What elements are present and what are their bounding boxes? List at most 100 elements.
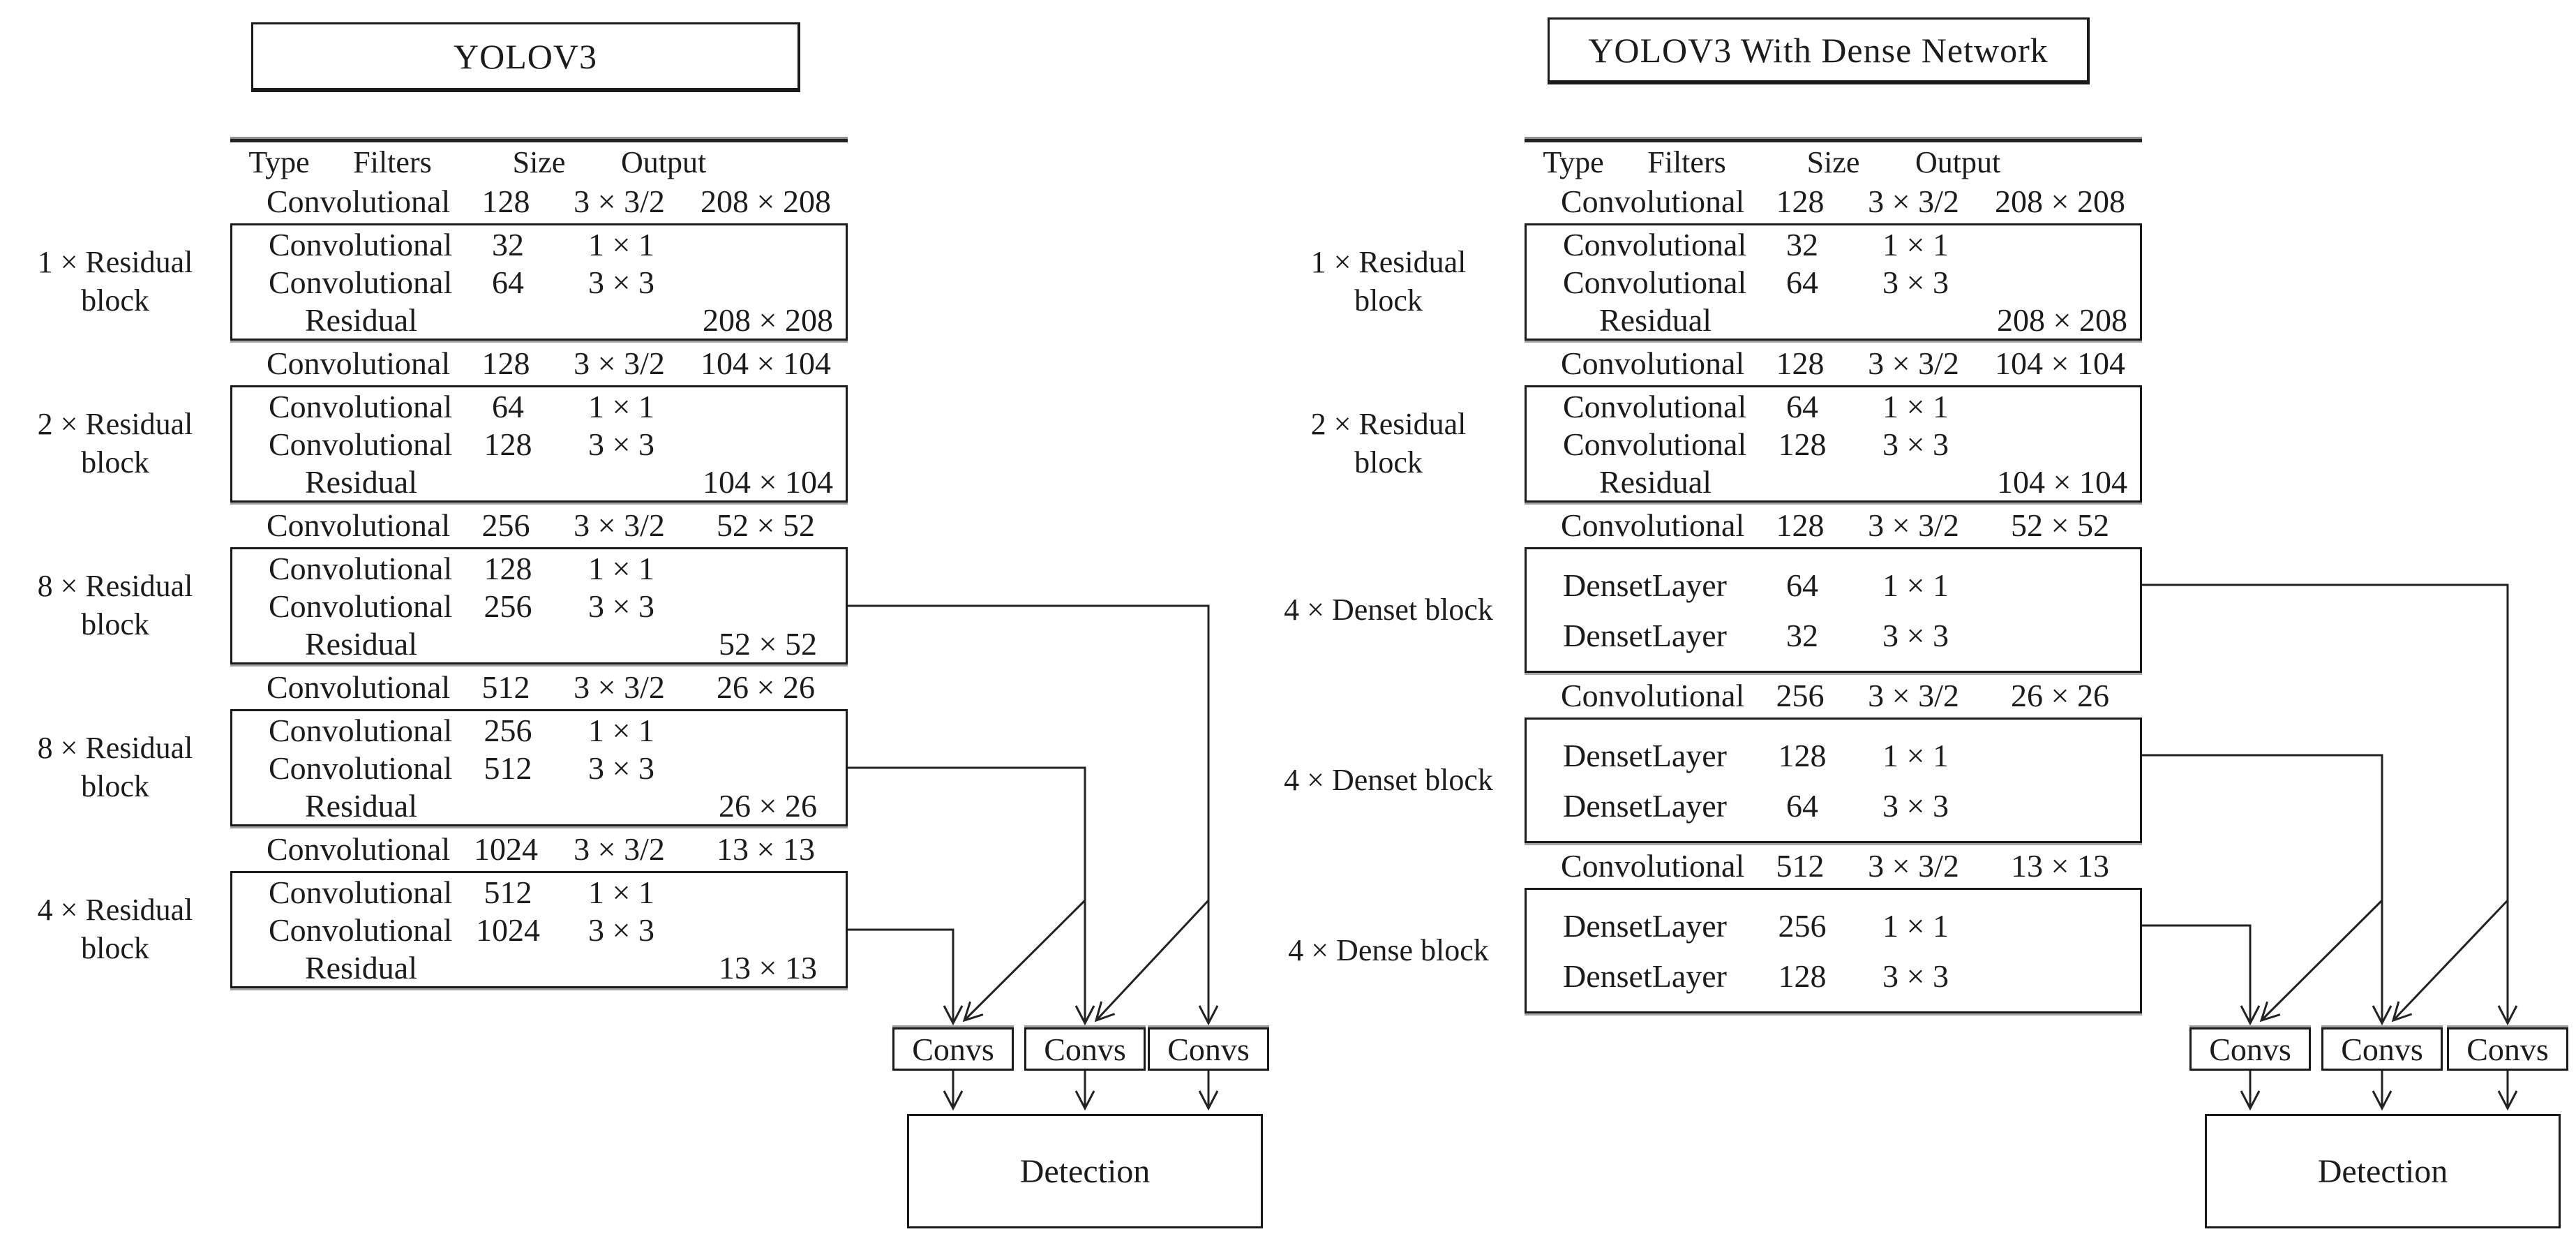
block-label: 4 × Dense block bbox=[1252, 932, 1525, 970]
layer-rows: Convolutional 128 3 × 3/2 104 × 104 bbox=[230, 343, 848, 382]
wire-upsample-to-convs1 bbox=[2259, 899, 2383, 1023]
table-segment: Convolutional 1024 3 × 3/2 13 × 13 bbox=[0, 829, 851, 868]
cell-output: 13 × 13 bbox=[719, 949, 817, 986]
cell-type: Residual bbox=[305, 949, 417, 986]
cell-size: 1 × 1 bbox=[1882, 907, 1949, 944]
layer-group: Convolutional 64 1 × 1 Convolutional 128… bbox=[1525, 385, 2142, 503]
layer-rows: Convolutional 1024 3 × 3/2 13 × 13 bbox=[230, 829, 848, 868]
layer-row: Residual 104 × 104 bbox=[232, 463, 846, 500]
column-header: Filters bbox=[1647, 144, 1726, 179]
cell-size: 3 × 3 bbox=[1882, 264, 1949, 300]
cell-filters: 256 bbox=[484, 712, 532, 748]
cell-output: 26 × 26 bbox=[717, 669, 815, 705]
convs-box-2: Convs bbox=[1024, 1027, 1146, 1071]
cell-filters: 256 bbox=[1778, 907, 1827, 944]
block-label-line: 2 × Residual bbox=[1310, 407, 1467, 442]
table-segment: 4 × Dense block DensetLayer 256 1 × 1 De bbox=[1252, 885, 2146, 1016]
cell-size: 3 × 3 bbox=[588, 264, 654, 300]
cell-filters: 128 bbox=[1778, 426, 1827, 462]
cell-filters: 64 bbox=[1786, 567, 1818, 603]
layer-group: Convolutional 128 1 × 1 Convolutional 25… bbox=[230, 547, 848, 664]
block-label-line: 1 × Residual bbox=[1310, 245, 1467, 280]
convs-box-2: Convs bbox=[2321, 1027, 2443, 1071]
cell-size: 1 × 1 bbox=[1882, 388, 1949, 424]
table-segment: Convolutional 128 3 × 3/2 52 × 52 bbox=[1252, 505, 2146, 544]
cell-type: Convolutional bbox=[269, 226, 453, 262]
wire-upsample-to-convs2 bbox=[1094, 899, 1210, 1023]
layer-rows: Convolutional 32 1 × 1 Convolutional 64 … bbox=[1527, 225, 2140, 339]
cell-type: Convolutional bbox=[267, 345, 451, 381]
layer-group: Convolutional 128 3 × 3/2 208 × 208 bbox=[230, 181, 848, 221]
block-label: 4 × Denset block bbox=[1252, 591, 1525, 630]
cell-size: 1 × 1 bbox=[1882, 226, 1949, 262]
convs-box-1: Convs bbox=[2189, 1027, 2311, 1071]
block-label-line: 8 × Residual bbox=[37, 731, 193, 766]
layer-group: Convolutional 512 1 × 1 Convolutional 10… bbox=[230, 871, 848, 988]
table-top-rule bbox=[230, 137, 848, 142]
layer-group: Convolutional 32 1 × 1 Convolutional 64 … bbox=[1525, 223, 2142, 341]
table-segment: Convolutional 256 3 × 3/2 26 × 26 bbox=[1252, 676, 2146, 715]
layer-group: Convolutional 256 3 × 3/2 26 × 26 bbox=[1525, 676, 2142, 715]
cell-filters: 512 bbox=[484, 874, 532, 910]
layer-group: DensetLayer 128 1 × 1 DensetLayer 64 3 ×… bbox=[1525, 718, 2142, 843]
cell-size: 1 × 1 bbox=[588, 874, 654, 910]
layer-row: Convolutional 128 3 × 3/2 104 × 104 bbox=[230, 343, 848, 382]
cell-type: Convolutional bbox=[269, 264, 453, 300]
cell-size: 3 × 3/2 bbox=[1868, 345, 1959, 381]
cell-filters: 64 bbox=[1786, 264, 1818, 300]
layer-row: Convolutional 256 3 × 3/2 26 × 26 bbox=[1525, 676, 2142, 715]
table-segment: Convolutional 256 3 × 3/2 52 × 52 bbox=[0, 505, 851, 544]
cell-type: Convolutional bbox=[267, 507, 451, 543]
diagram-title-yolov3: YOLOV3 bbox=[251, 22, 800, 92]
layer-rows: Convolutional 32 1 × 1 Convolutional 64 … bbox=[232, 225, 846, 339]
cell-size: 1 × 1 bbox=[588, 388, 654, 424]
table-segment: Convolutional 128 3 × 3/2 104 × 104 bbox=[0, 343, 851, 382]
cell-output: 26 × 26 bbox=[2011, 677, 2109, 713]
cell-output: 104 × 104 bbox=[1995, 345, 2125, 381]
layer-rows: Convolutional 128 3 × 3/2 208 × 208 bbox=[1525, 181, 2142, 221]
layer-row: Residual 52 × 52 bbox=[232, 625, 846, 662]
cell-filters: 128 bbox=[1778, 737, 1827, 773]
wire-26x26-to-convs2 bbox=[848, 766, 1095, 1026]
block-label-line: 2 × Residual bbox=[37, 407, 193, 442]
layer-row: DensetLayer 32 3 × 3 bbox=[1527, 610, 2140, 660]
cell-type: Convolutional bbox=[269, 912, 453, 948]
table-segment: Convolutional 512 3 × 3/2 26 × 26 bbox=[0, 667, 851, 706]
cell-size: 1 × 1 bbox=[588, 226, 654, 262]
layer-row: Residual 208 × 208 bbox=[1527, 301, 2140, 339]
column-header: Output bbox=[1915, 144, 2001, 179]
cell-output: 13 × 13 bbox=[2011, 847, 2109, 884]
cell-size: 3 × 3/2 bbox=[1868, 183, 1959, 219]
cell-output: 13 × 13 bbox=[717, 831, 815, 867]
block-label-line: 8 × Residual bbox=[37, 569, 193, 604]
cell-type: Convolutional bbox=[1561, 677, 1745, 713]
layer-rows: Convolutional 512 3 × 3/2 26 × 26 bbox=[230, 667, 848, 706]
cell-size: 3 × 3/2 bbox=[1868, 507, 1959, 543]
table-segment: Convolutional 128 3 × 3/2 208 × 208 bbox=[0, 181, 851, 221]
layer-row: Convolutional 512 3 × 3/2 13 × 13 bbox=[1525, 846, 2142, 885]
layer-rows: Convolutional 128 3 × 3/2 52 × 52 bbox=[1525, 505, 2142, 544]
cell-size: 1 × 1 bbox=[1882, 567, 1949, 603]
cell-type: Convolutional bbox=[1563, 226, 1747, 262]
layer-group: Convolutional 256 3 × 3/2 52 × 52 bbox=[230, 505, 848, 544]
block-label: 4 × Denset block bbox=[1252, 761, 1525, 800]
layer-group: Convolutional 128 3 × 3/2 208 × 208 bbox=[1525, 181, 2142, 221]
cell-output: 104 × 104 bbox=[701, 345, 831, 381]
cell-filters: 128 bbox=[1776, 507, 1825, 543]
cell-type: Convolutional bbox=[1561, 847, 1745, 884]
cell-filters: 256 bbox=[481, 507, 530, 543]
cell-type: Convolutional bbox=[269, 426, 453, 462]
cell-type: Convolutional bbox=[269, 588, 453, 624]
cell-filters: 64 bbox=[492, 264, 524, 300]
table-segment: Convolutional 128 3 × 3/2 208 × 208 bbox=[1252, 181, 2146, 221]
cell-output: 104 × 104 bbox=[1997, 463, 2127, 500]
convs-box-1: Convs bbox=[892, 1027, 1014, 1071]
layer-rows: Convolutional 64 1 × 1 Convolutional 128… bbox=[232, 387, 846, 500]
